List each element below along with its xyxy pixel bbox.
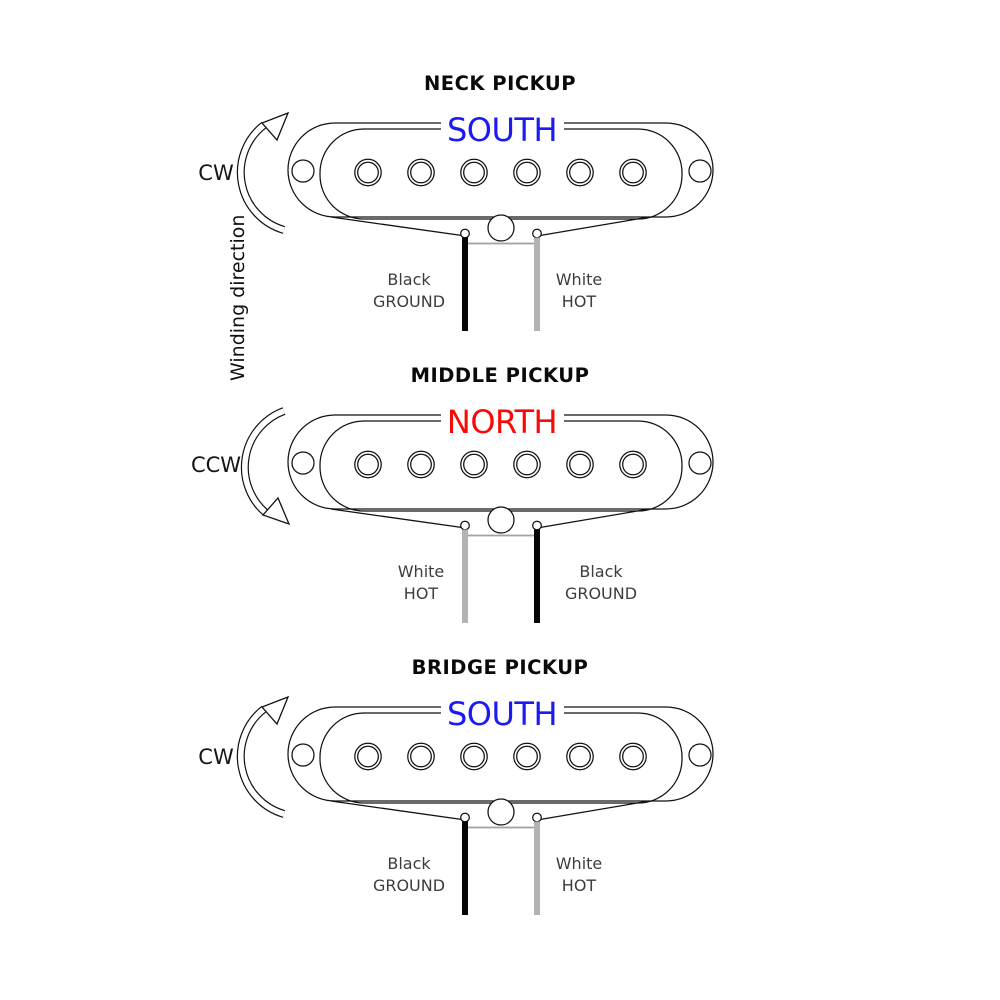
- pickup-title: BRIDGE PICKUP: [412, 656, 589, 679]
- magnet-polarity-label: SOUTH: [447, 695, 557, 733]
- winding-mode-label: CW: [198, 161, 234, 185]
- left-wire-color-label: Black: [387, 854, 431, 873]
- hot-wire: [534, 821, 540, 915]
- pickup-section-middle: MIDDLE PICKUP NORTH CCW White HOT Black …: [191, 364, 714, 623]
- pickup-section-bridge: BRIDGE PICKUP SOUTH CW Black GROUND Whit…: [198, 656, 714, 915]
- right-wire-color-label: White: [556, 854, 603, 873]
- left-wire-role-label: HOT: [404, 584, 439, 603]
- ground-wire: [462, 821, 468, 915]
- ground-wire: [534, 529, 540, 623]
- magnet-polarity-label: NORTH: [447, 403, 557, 441]
- hot-wire: [534, 237, 540, 331]
- terminal-connector-line: [465, 242, 537, 245]
- right-wire-color-label: Black: [579, 562, 623, 581]
- ccw-rotation-arrow-icon: [245, 411, 289, 524]
- left-wire-role-label: GROUND: [373, 876, 445, 895]
- right-wire-role-label: HOT: [562, 292, 597, 311]
- pickup-title: MIDDLE PICKUP: [411, 364, 590, 387]
- winding-mode-label: CW: [198, 745, 234, 769]
- cw-rotation-arrow-icon: [241, 113, 288, 230]
- pickup-section-neck: NECK PICKUP SOUTH CW Black GROUND White …: [198, 72, 714, 331]
- cw-rotation-arrow-icon: [241, 697, 288, 814]
- winding-mode-label: CCW: [191, 453, 241, 477]
- terminal-connector-line: [465, 826, 537, 829]
- right-wire-role-label: GROUND: [565, 584, 637, 603]
- ground-wire: [462, 237, 468, 331]
- terminal-connector-line: [465, 534, 537, 537]
- right-wire-color-label: White: [556, 270, 603, 289]
- left-wire-color-label: Black: [387, 270, 431, 289]
- magnet-polarity-label: SOUTH: [447, 111, 557, 149]
- pickup-title: NECK PICKUP: [424, 72, 576, 95]
- right-wire-role-label: HOT: [562, 876, 597, 895]
- winding-direction-caption: Winding direction: [227, 215, 249, 381]
- hot-wire: [462, 529, 468, 623]
- left-wire-color-label: White: [398, 562, 445, 581]
- left-wire-role-label: GROUND: [373, 292, 445, 311]
